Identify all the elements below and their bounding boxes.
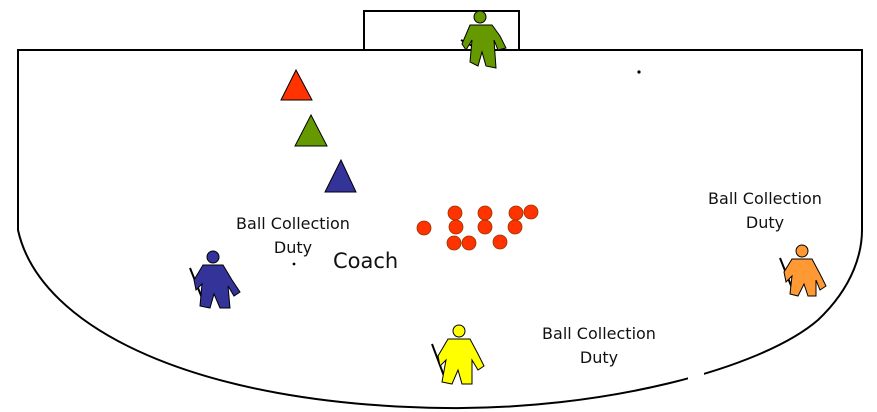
- ball: [448, 219, 464, 235]
- ball: [523, 204, 539, 220]
- goalkeeper-icon: [460, 10, 507, 69]
- marker-dot: [292, 262, 296, 266]
- outline-gap: [688, 372, 704, 386]
- ball-collection-label-right: Ball Collection Duty: [690, 187, 840, 235]
- field-player-icon-orange: [779, 244, 827, 297]
- cone-blue: [324, 158, 357, 193]
- marker-dot: [637, 70, 641, 74]
- field-player-icon-blue: [189, 250, 241, 309]
- ball-collection-line-1: Ball Collection: [708, 189, 822, 208]
- cone-green: [294, 113, 328, 147]
- ball: [447, 205, 463, 221]
- ball-collection-label-left: Ball Collection Duty: [218, 212, 368, 260]
- ball-collection-line-1: Ball Collection: [236, 214, 350, 233]
- goal: [363, 10, 520, 49]
- ball: [492, 234, 508, 250]
- ball: [477, 205, 493, 221]
- ball: [508, 205, 524, 221]
- ball-group: [416, 204, 539, 251]
- pitch-boundary: [17, 49, 863, 410]
- coach-label: Coach: [333, 249, 399, 273]
- field-player-icon-yellow: [431, 324, 485, 385]
- ball-collection-line-2: Duty: [745, 213, 785, 232]
- ball: [446, 235, 462, 251]
- ball-collection-line-1: Ball Collection: [542, 324, 656, 343]
- ball-collection-line-2: Duty: [273, 238, 313, 257]
- ball-collection-label-bottom: Ball Collection Duty: [524, 322, 674, 370]
- ball: [477, 219, 493, 235]
- ball-collection-line-2: Duty: [579, 348, 619, 367]
- ball: [507, 219, 523, 235]
- ball: [416, 220, 432, 236]
- ball: [461, 235, 477, 251]
- cone-red: [280, 68, 313, 101]
